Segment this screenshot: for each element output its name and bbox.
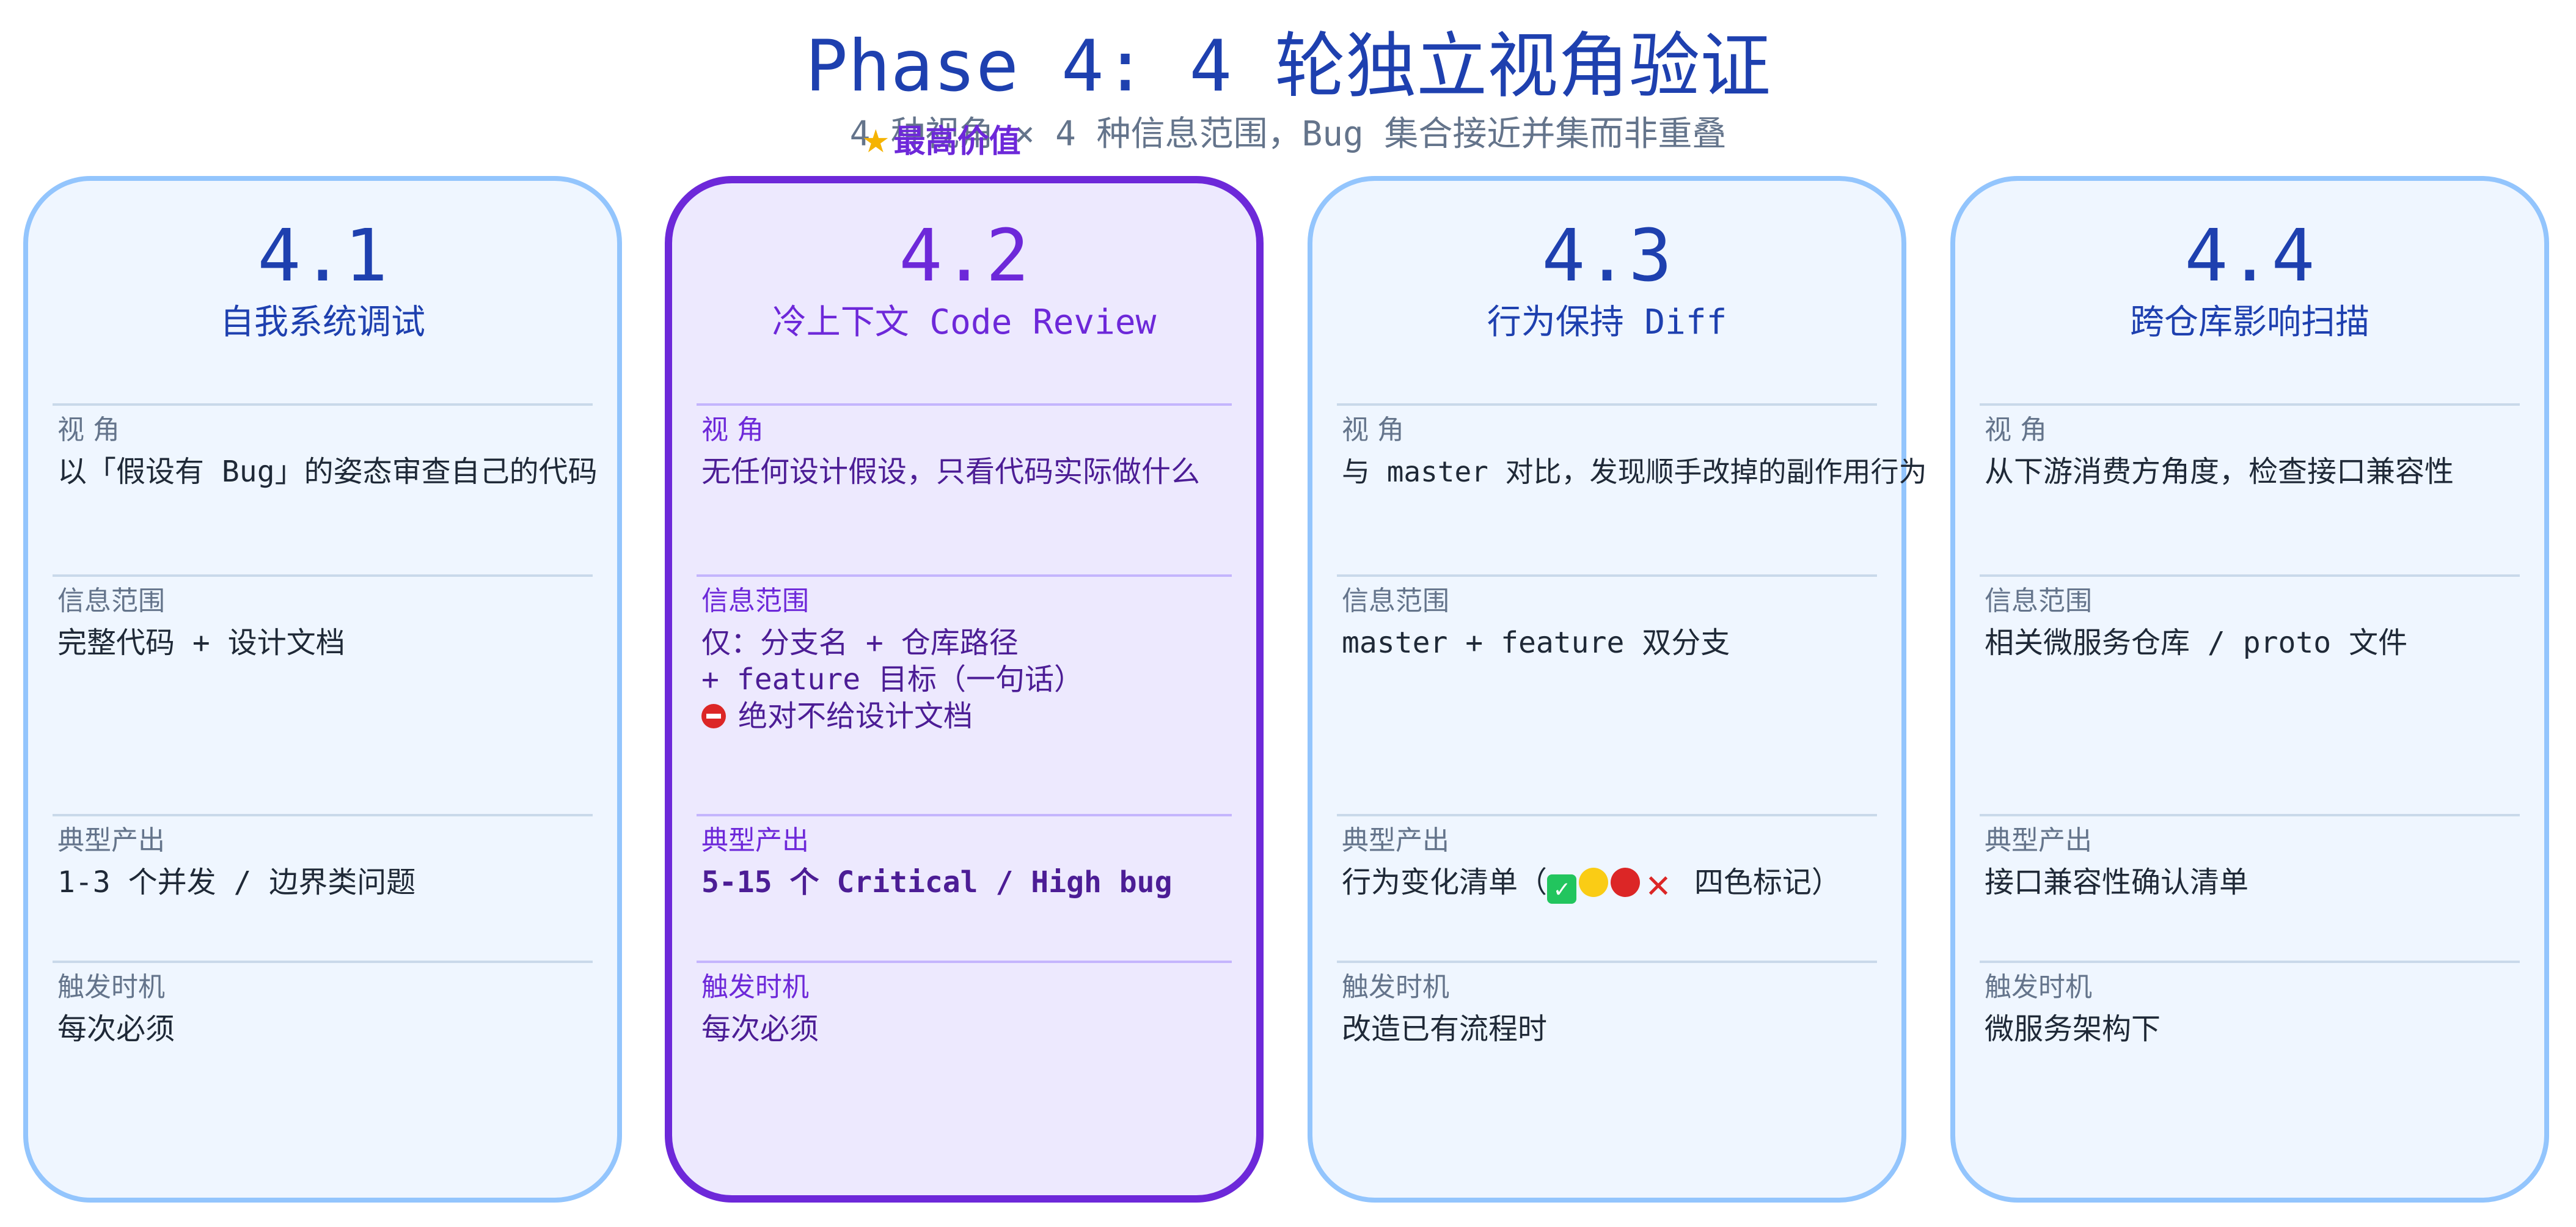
output-label: 典型产出: [1985, 825, 2092, 856]
output-label: 典型产出: [57, 825, 165, 856]
output-label: 典型产出: [701, 825, 809, 856]
perspective-label: 视 角: [1985, 414, 2047, 445]
output-suffix: 四色标记）: [1677, 865, 1841, 899]
card-behavior-diff: 4.3 行为保持 Diff 视 角 与 master 对比，发现顺手改掉的副作用…: [1308, 176, 1927, 1203]
divider: [1337, 574, 1877, 577]
page-title: Phase 4: 4 轮独立视角验证: [805, 25, 1771, 108]
trigger-label: 触发时机: [1985, 972, 2092, 1003]
star-icon: ★: [862, 123, 890, 160]
no-entry-icon: [701, 704, 726, 728]
scope-text-line-2: + feature 目标（一句话）: [701, 662, 1083, 697]
red-circle-icon: [1611, 868, 1641, 897]
output-text: 5-15 个 Critical / High bug: [701, 865, 1173, 899]
perspective-label: 视 角: [57, 414, 120, 445]
divider: [1337, 961, 1877, 963]
cross-mark-icon: ✕: [1646, 862, 1670, 907]
scope-text: 完整代码 + 设计文档: [57, 626, 345, 660]
divider: [53, 961, 593, 963]
perspective-text: 以「假设有 Bug」的姿态审查自己的代码: [57, 455, 598, 489]
card-name: 自我系统调试: [220, 302, 425, 342]
perspective-label: 视 角: [701, 414, 764, 445]
yellow-circle-icon: [1579, 868, 1609, 897]
card-name: 行为保持 Diff: [1487, 302, 1727, 342]
trigger-text: 每次必须: [57, 1012, 175, 1046]
divider: [697, 961, 1232, 963]
card-name: 冷上下文 Code Review: [772, 302, 1157, 342]
scope-text-line-1: 仅：分支名 + 仓库路径: [701, 626, 1019, 660]
scope-text: master + feature 双分支: [1342, 626, 1730, 660]
output-text: 1-3 个并发 / 边界类问题: [57, 865, 416, 899]
divider: [1980, 961, 2520, 963]
card-number: 4.4: [2184, 213, 2315, 298]
divider: [697, 814, 1232, 816]
scope-text: 相关微服务仓库 / proto 文件: [1985, 626, 2408, 660]
trigger-text: 每次必须: [701, 1012, 819, 1046]
trigger-text: 微服务架构下: [1985, 1012, 2161, 1046]
card-self-debug: 4.1 自我系统调试 视 角 以「假设有 Bug」的姿态审查自己的代码 信息范围…: [23, 176, 622, 1203]
trigger-label: 触发时机: [1342, 972, 1449, 1003]
badge-label: 最高价值: [893, 123, 1021, 160]
highest-value-badge: ★最高价值: [862, 117, 1021, 166]
divider: [53, 814, 593, 816]
scope-label: 信息范围: [1342, 585, 1449, 617]
divider: [53, 403, 593, 406]
divider: [1337, 814, 1877, 816]
perspective-label: 视 角: [1342, 414, 1404, 445]
output-text: 接口兼容性确认清单: [1985, 865, 2249, 899]
scope-label: 信息范围: [701, 585, 809, 617]
card-number: 4.3: [1542, 213, 1672, 298]
output-prefix: 行为变化清单（: [1342, 865, 1548, 899]
trigger-text: 改造已有流程时: [1342, 1012, 1548, 1046]
perspective-text: 与 master 对比，发现顺手改掉的副作用行为: [1342, 455, 1927, 488]
card-number: 4.2: [899, 213, 1030, 298]
perspective-text: 从下游消费方角度，检查接口兼容性: [1985, 455, 2454, 489]
divider: [1980, 574, 2520, 577]
divider: [697, 403, 1232, 406]
card-name: 跨仓库影响扫描: [2130, 302, 2369, 342]
divider: [1980, 814, 2520, 816]
divider: [1980, 403, 2520, 406]
scope-warning: 绝对不给设计文档: [701, 698, 973, 734]
card-cross-repo-scan: 4.4 跨仓库影响扫描 视 角 从下游消费方角度，检查接口兼容性 信息范围 相关…: [1950, 176, 2549, 1203]
card-number: 4.1: [257, 213, 388, 298]
scope-label: 信息范围: [57, 585, 165, 617]
trigger-label: 触发时机: [701, 972, 809, 1003]
trigger-label: 触发时机: [57, 972, 165, 1003]
perspective-text: 无任何设计假设，只看代码实际做什么: [701, 455, 1201, 489]
divider: [53, 574, 593, 577]
output-text: 行为变化清单（✓ ✕ 四色标记）: [1342, 864, 1841, 904]
output-label: 典型产出: [1342, 825, 1449, 856]
divider: [1337, 403, 1877, 406]
card-cold-context-review: 4.2 冷上下文 Code Review 视 角 无任何设计假设，只看代码实际做…: [665, 176, 1264, 1203]
divider: [697, 574, 1232, 577]
check-mark-icon: ✓: [1547, 874, 1577, 904]
scope-warning-text: 绝对不给设计文档: [738, 699, 973, 733]
scope-label: 信息范围: [1985, 585, 2092, 617]
page-subtitle: 4 种视角 × 4 种信息范围，Bug 集合接近并集而非重叠: [849, 114, 1727, 154]
